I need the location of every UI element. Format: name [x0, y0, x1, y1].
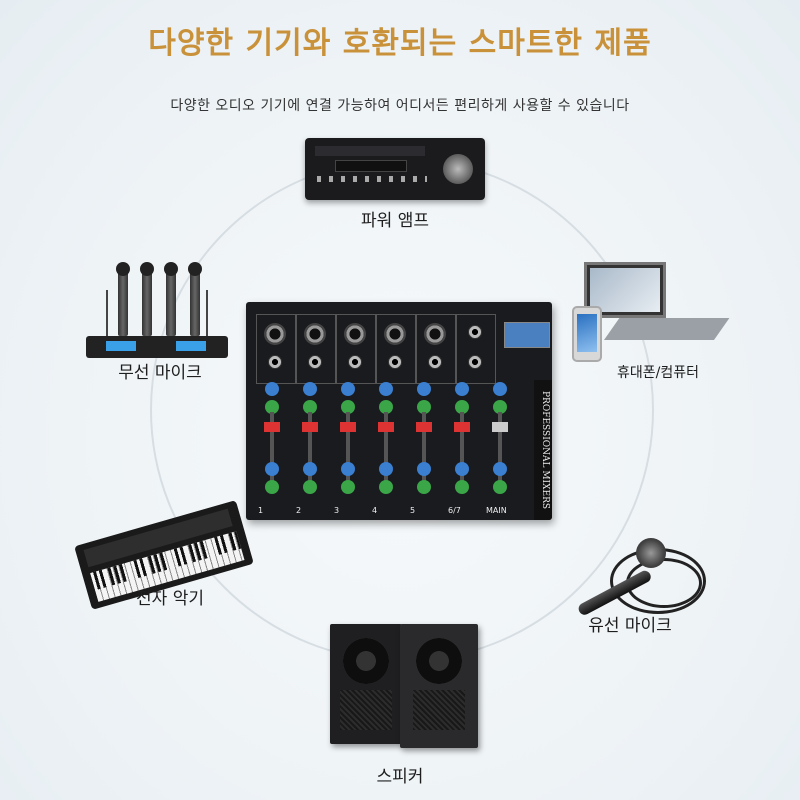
mixer-channel-label: 4 — [372, 506, 378, 515]
mixer-brand-text: PROFESSIONAL MIXERS — [540, 390, 550, 510]
speaker-left-image — [330, 624, 402, 744]
mixer-channel-label: 6/7 — [448, 506, 461, 515]
page-title: 다양한 기기와 호환되는 스마트한 제품 — [148, 26, 652, 61]
phone-computer-label: 휴대폰/컴퓨터 — [617, 365, 699, 381]
mixer-channel-label: 5 — [410, 506, 416, 515]
mixer-channel-label: 1 — [258, 506, 264, 515]
power-amp-label: 파워 앰프 — [361, 211, 429, 231]
power-amp-image — [305, 138, 485, 200]
mixer-image: PROFESSIONAL MIXERS 1 2 3 4 5 6/7 MAIN — [246, 302, 552, 520]
mixer-channel-label: 2 — [296, 506, 302, 515]
speaker-label: 스피커 — [376, 767, 424, 787]
mixer-channel-label: 3 — [334, 506, 340, 515]
wireless-mic-label: 무선 마이크 — [118, 363, 202, 383]
wireless-mic-image — [82, 260, 232, 360]
laptop-image — [584, 262, 730, 342]
phone-image — [572, 306, 602, 362]
keyboard-label: 전자 악기 — [136, 589, 204, 609]
speaker-right-image — [400, 624, 478, 748]
wired-mic-label: 유선 마이크 — [588, 616, 672, 636]
mixer-channel-label: MAIN — [486, 506, 507, 515]
wired-mic-image — [570, 528, 710, 618]
page-subtitle: 다양한 오디오 기기에 연결 가능하여 어디서든 편리하게 사용할 수 있습니다 — [170, 98, 630, 114]
